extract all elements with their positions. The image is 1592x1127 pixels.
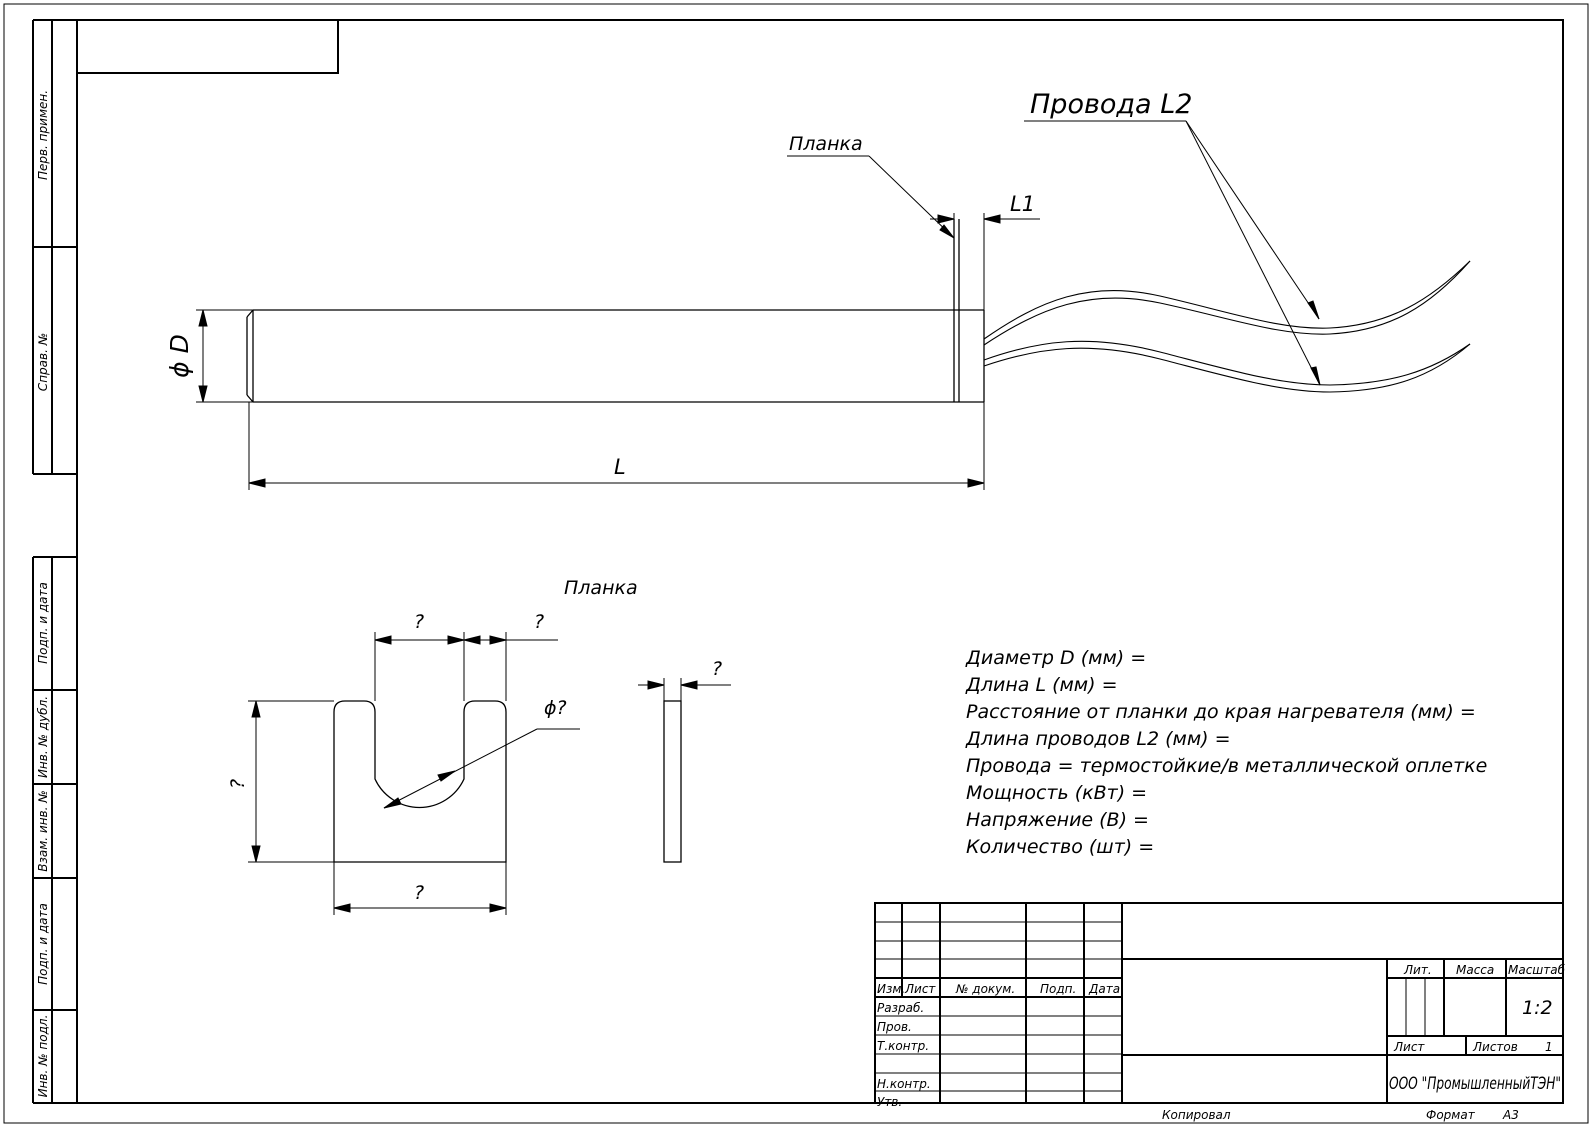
radius-question: ϕ? — [544, 697, 567, 719]
plate-front-dims — [248, 632, 580, 915]
company-name: ООО "ПромышленныйТЭН" — [1389, 1074, 1561, 1094]
heater-plate-flange — [953, 219, 960, 402]
scale-value: 1:2 — [1522, 997, 1553, 1019]
plate-view-title: Планка — [564, 577, 638, 599]
col-massa: Масса — [1456, 963, 1494, 977]
spec-line: Количество (шт) = — [966, 836, 1154, 858]
plate-front-view — [333, 700, 507, 863]
spec-line: Длина проводов L2 (мм) = — [965, 728, 1231, 750]
dimension-length — [248, 402, 985, 490]
row-razrab: Разраб. — [877, 1001, 924, 1015]
side-width-question: ? — [534, 611, 544, 633]
label-sprav-no: Справ. № — [36, 333, 50, 391]
spec-line: Расстояние от планки до края нагревателя… — [966, 701, 1476, 723]
listov-value: 1 — [1545, 1040, 1553, 1054]
thickness-question: ? — [712, 658, 722, 680]
title-block-thin-lines — [875, 921, 1426, 1092]
sheet-edge — [3, 3, 1589, 1124]
spec-line: Мощность (кВт) = — [966, 782, 1147, 804]
dimension-l1 — [930, 213, 1040, 310]
left-margin-labels: Перв. примен. Справ. № Подп. и дата Инв.… — [36, 90, 50, 1097]
plate-leader — [787, 155, 955, 239]
slot-width-question: ? — [414, 611, 424, 633]
footer-format-label: Формат — [1426, 1108, 1476, 1122]
spec-line: Провода = термостойкие/в металлической о… — [966, 755, 1487, 777]
spec-line: Диаметр D (мм) = — [965, 647, 1146, 669]
plate-label: Планка — [789, 133, 863, 155]
spec-line: Напряжение (В) = — [966, 809, 1149, 831]
row-prov: Пров. — [877, 1020, 912, 1034]
spec-line: Длина L (мм) = — [965, 674, 1118, 696]
label-podp-data-top: Подп. и дата — [36, 582, 50, 664]
footer-kopiroval: Копировал — [1162, 1108, 1231, 1122]
spec-notes: Диаметр D (мм) = Длина L (мм) = Расстоян… — [965, 647, 1487, 858]
wires — [983, 260, 1471, 393]
list-label: Лист — [1393, 1040, 1425, 1054]
wires-label: Провода L2 — [1030, 89, 1192, 120]
length-label: L — [614, 455, 626, 479]
label-inv-dubl: Инв. № дубл. — [36, 696, 50, 778]
row-nkontr: Н.контр. — [877, 1077, 931, 1091]
heater-body — [246, 309, 985, 403]
col-izm: Изм. — [877, 982, 905, 996]
plate-side-view — [663, 700, 682, 863]
wires-leader — [1024, 120, 1321, 386]
left-margin-stamp — [32, 19, 77, 1104]
row-tkontr: Т.контр. — [877, 1039, 929, 1053]
col-lit: Лит. — [1403, 963, 1432, 977]
col-list: Лист — [904, 982, 936, 996]
corner-stamp — [76, 19, 339, 74]
dimension-diameter — [196, 309, 253, 403]
col-podp: Подп. — [1040, 982, 1076, 996]
diameter-label: ϕ D — [165, 334, 194, 378]
label-perv-primen: Перв. примен. — [36, 90, 50, 180]
plate-thickness-dim — [638, 678, 731, 701]
col-n-dokum: № докум. — [955, 982, 1015, 996]
col-masshtab: Масштаб — [1508, 963, 1566, 977]
title-block-text: Изм. Лист № докум. Подп. Дата Разраб. Пр… — [877, 963, 1566, 1109]
col-data: Дата — [1088, 982, 1120, 996]
label-vzam-inv: Взам. инв. № — [36, 790, 50, 871]
drawing-frame — [76, 19, 1564, 1104]
total-width-question: ? — [414, 882, 424, 904]
height-question: ? — [227, 779, 249, 789]
listov-label: Листов — [1472, 1040, 1518, 1054]
footer-format-value: А3 — [1502, 1108, 1519, 1122]
label-podp-data-bottom: Подп. и дата — [36, 903, 50, 985]
l1-label: L1 — [1010, 192, 1035, 216]
title-block-grid — [874, 902, 1564, 1104]
row-utv: Утв. — [877, 1095, 902, 1109]
label-inv-podl: Инв. № подл. — [36, 1015, 50, 1098]
